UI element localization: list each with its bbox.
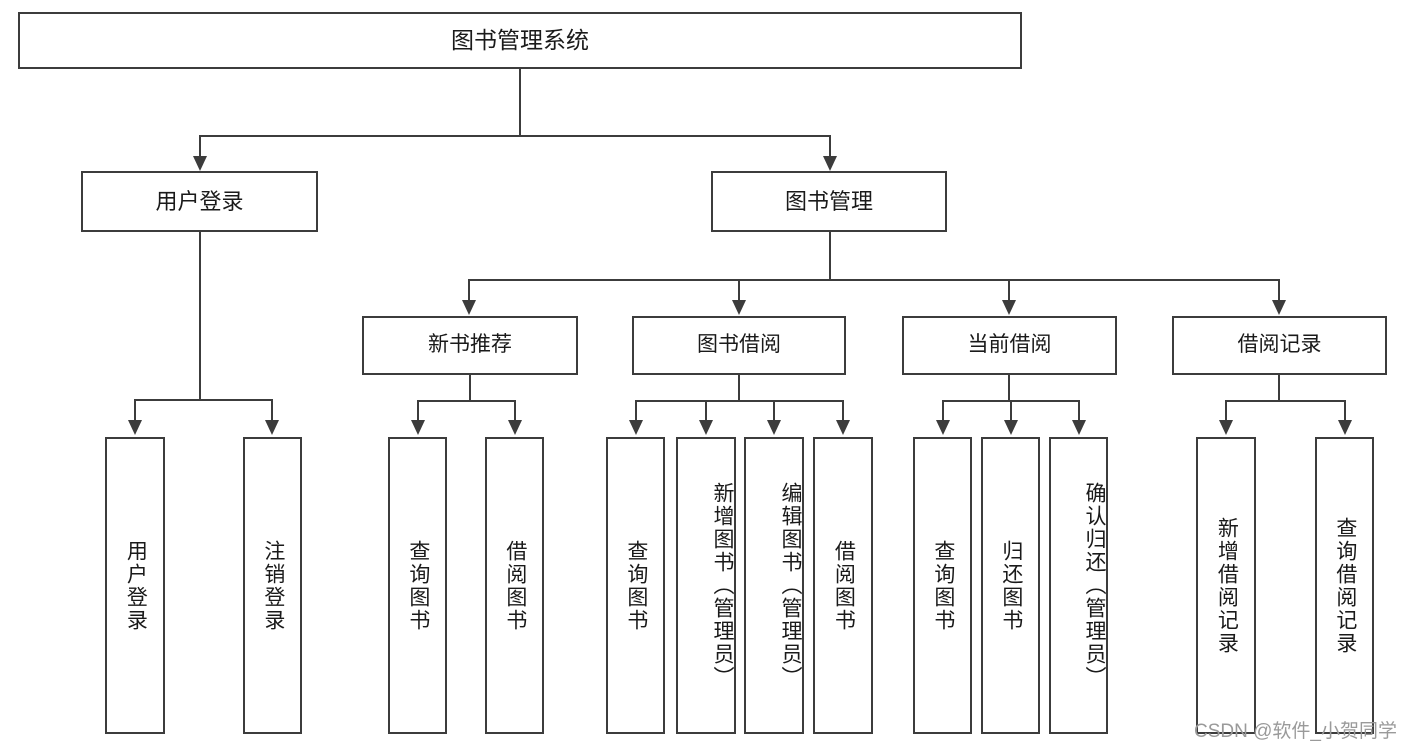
node-leaf-confirm-return[interactable]: 确认归还（管理员） xyxy=(1049,437,1108,734)
arrowhead-leaf-borrow-book-1 xyxy=(508,420,522,435)
node-leaf-return-book[interactable]: 归还图书 xyxy=(981,437,1040,734)
node-new-book-recommend-label: 新书推荐 xyxy=(428,333,512,357)
node-leaf-borrow-book-2[interactable]: 借阅图书 xyxy=(813,437,873,734)
connector-br-to-leaf-2 xyxy=(1344,400,1346,421)
connector-nbr-trunk xyxy=(469,375,471,401)
node-borrow-record[interactable]: 借阅记录 xyxy=(1172,316,1387,375)
connector-root-trunk xyxy=(519,69,521,136)
node-leaf-add-borrow-record[interactable]: 新增借阅记录 xyxy=(1196,437,1256,734)
arrowhead-leaf-add-book-admin xyxy=(699,420,713,435)
connector-bb-bus xyxy=(635,400,843,402)
arrowhead-leaf-query-book-2 xyxy=(629,420,643,435)
node-current-borrow[interactable]: 当前借阅 xyxy=(902,316,1117,375)
arrowhead-leaf-logout xyxy=(265,420,279,435)
connector-bm-to-borrow-record xyxy=(1278,279,1280,301)
connector-bb-to-leaf-1 xyxy=(635,400,637,421)
node-leaf-confirm-return-label: 确认归还（管理员） xyxy=(1083,482,1106,689)
node-book-borrow[interactable]: 图书借阅 xyxy=(632,316,846,375)
connector-nbr-bus xyxy=(417,400,515,402)
connector-book-management-trunk xyxy=(829,232,831,280)
node-root-label: 图书管理系统 xyxy=(451,26,589,53)
node-book-management[interactable]: 图书管理 xyxy=(711,171,947,232)
connector-bm-to-current-borrow xyxy=(1008,279,1010,301)
arrowhead-book-management xyxy=(823,156,837,171)
connector-br-to-leaf-1 xyxy=(1225,400,1227,421)
node-book-management-label: 图书管理 xyxy=(784,188,873,214)
connector-user-login-to-leaf-2 xyxy=(271,399,273,421)
arrowhead-leaf-query-book-3 xyxy=(936,420,950,435)
connector-user-login-bus xyxy=(134,399,271,401)
arrowhead-leaf-query-book-1 xyxy=(411,420,425,435)
node-leaf-query-book-2-label: 查询图书 xyxy=(624,539,648,632)
node-leaf-borrow-book-1-label: 借阅图书 xyxy=(503,539,527,632)
arrowhead-leaf-return-book xyxy=(1004,420,1018,435)
connector-root-to-user-login xyxy=(199,135,201,157)
node-leaf-query-book-1-label: 查询图书 xyxy=(406,539,430,632)
node-leaf-borrow-book-1[interactable]: 借阅图书 xyxy=(485,437,544,734)
arrowhead-user-login xyxy=(193,156,207,171)
connector-cb-to-leaf-1 xyxy=(942,400,944,421)
arrowhead-leaf-add-borrow-record xyxy=(1219,420,1233,435)
node-book-borrow-label: 图书借阅 xyxy=(697,333,781,357)
node-leaf-edit-book-admin[interactable]: 编辑图书（管理员） xyxy=(744,437,804,734)
connector-bm-to-new-book xyxy=(468,279,470,301)
arrowhead-new-book-recommend xyxy=(462,300,476,315)
connector-br-trunk xyxy=(1278,375,1280,401)
arrowhead-leaf-confirm-return xyxy=(1072,420,1086,435)
node-leaf-query-borrow-record-label: 查询借阅记录 xyxy=(1333,516,1357,655)
connector-bb-to-leaf-4 xyxy=(842,400,844,421)
arrowhead-current-borrow xyxy=(1002,300,1016,315)
connector-cb-trunk xyxy=(1008,375,1010,401)
arrowhead-leaf-borrow-book-2 xyxy=(836,420,850,435)
connector-nbr-to-leaf-2 xyxy=(514,400,516,421)
node-user-login-label: 用户登录 xyxy=(155,188,244,214)
arrowhead-leaf-query-borrow-record xyxy=(1338,420,1352,435)
connector-bb-to-leaf-2 xyxy=(705,400,707,421)
node-leaf-query-book-2[interactable]: 查询图书 xyxy=(606,437,665,734)
node-leaf-query-book-3-label: 查询图书 xyxy=(931,539,955,632)
connector-bb-to-leaf-3 xyxy=(773,400,775,421)
node-leaf-add-borrow-record-label: 新增借阅记录 xyxy=(1215,516,1239,655)
connector-root-bus xyxy=(199,135,831,137)
node-leaf-logout[interactable]: 注销登录 xyxy=(243,437,302,734)
connector-cb-to-leaf-3 xyxy=(1078,400,1080,421)
node-leaf-borrow-book-2-label: 借阅图书 xyxy=(832,539,856,632)
node-new-book-recommend[interactable]: 新书推荐 xyxy=(362,316,578,375)
node-leaf-user-login-label: 用户登录 xyxy=(124,539,148,632)
node-leaf-query-book-1[interactable]: 查询图书 xyxy=(388,437,447,734)
arrowhead-leaf-edit-book-admin xyxy=(767,420,781,435)
connector-book-management-bus xyxy=(468,279,1280,281)
node-borrow-record-label: 借阅记录 xyxy=(1237,333,1322,357)
node-leaf-query-borrow-record[interactable]: 查询借阅记录 xyxy=(1315,437,1374,734)
arrowhead-borrow-record xyxy=(1272,300,1286,315)
connector-br-bus xyxy=(1225,400,1345,402)
connector-bm-to-book-borrow xyxy=(738,279,740,301)
connector-bb-trunk xyxy=(738,375,740,401)
arrowhead-leaf-user-login xyxy=(128,420,142,435)
node-leaf-return-book-label: 归还图书 xyxy=(999,539,1023,632)
node-leaf-add-book-admin[interactable]: 新增图书（管理员） xyxy=(676,437,736,734)
node-leaf-edit-book-admin-label: 编辑图书（管理员） xyxy=(779,482,802,689)
node-leaf-user-login[interactable]: 用户登录 xyxy=(105,437,165,734)
node-leaf-add-book-admin-label: 新增图书（管理员） xyxy=(711,482,734,689)
connector-nbr-to-leaf-1 xyxy=(417,400,419,421)
connector-user-login-to-leaf-1 xyxy=(134,399,136,421)
node-user-login[interactable]: 用户登录 xyxy=(81,171,318,232)
node-leaf-logout-label: 注销登录 xyxy=(261,539,285,632)
node-current-borrow-label: 当前借阅 xyxy=(967,333,1052,357)
node-leaf-query-book-3[interactable]: 查询图书 xyxy=(913,437,972,734)
node-root[interactable]: 图书管理系统 xyxy=(18,12,1022,69)
connector-user-login-trunk xyxy=(199,232,201,400)
connector-cb-to-leaf-2 xyxy=(1010,400,1012,421)
arrowhead-book-borrow xyxy=(732,300,746,315)
connector-root-to-book-management xyxy=(829,135,831,157)
